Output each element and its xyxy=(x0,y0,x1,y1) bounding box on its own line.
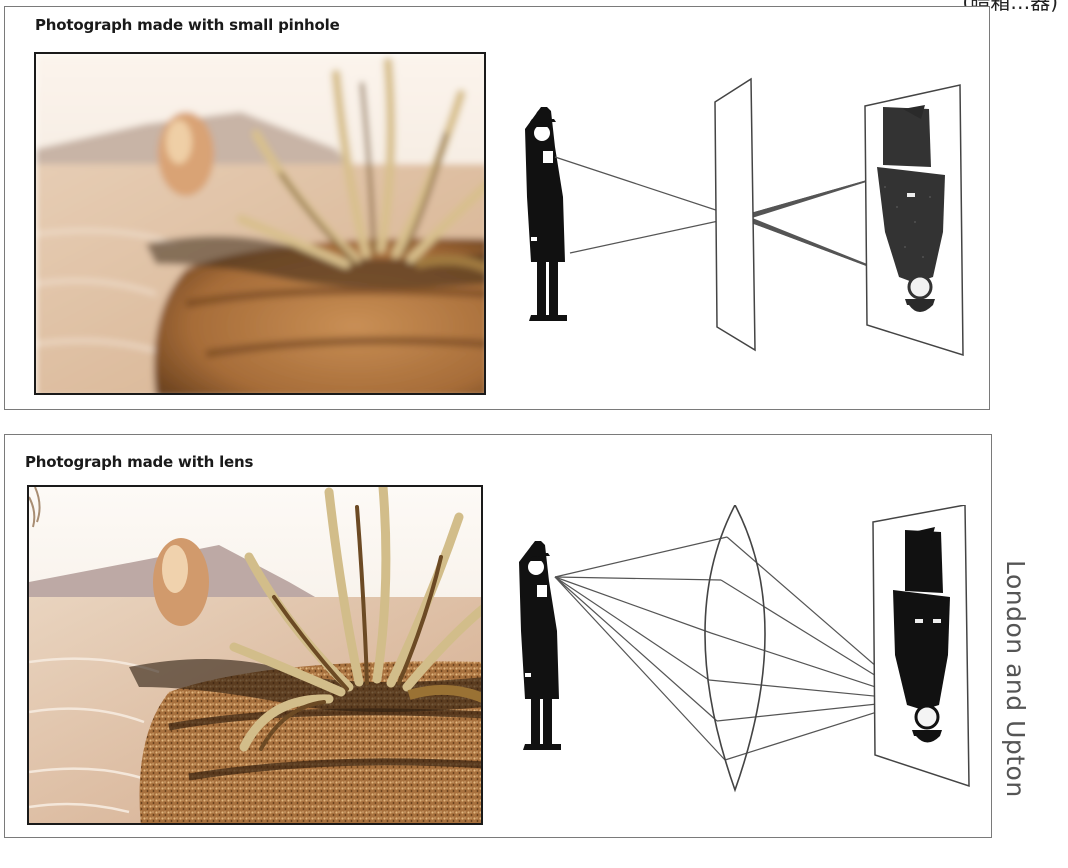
light-rays xyxy=(554,536,916,761)
lens-photo-scene xyxy=(29,487,481,823)
man-figure xyxy=(519,541,561,750)
inverted-sharp-image xyxy=(893,527,950,743)
pinhole-panel-title: Photograph made with small pinhole xyxy=(35,16,340,34)
lens-diagram xyxy=(519,505,970,793)
pinhole-screen xyxy=(714,77,756,352)
lens-panel-title: Photograph made with lens xyxy=(25,453,254,471)
inverted-fuzzy-image xyxy=(877,105,945,312)
lens-panel: Photograph made with lens xyxy=(4,434,992,838)
pinhole-photo-scene xyxy=(36,54,484,393)
pinhole-panel: Photograph made with small pinhole xyxy=(4,6,990,410)
lens-photograph xyxy=(27,485,483,825)
convex-lens xyxy=(704,505,766,793)
credit-label: London and Upton xyxy=(1001,560,1054,840)
pinhole-diagram xyxy=(525,77,964,357)
man-figure xyxy=(525,107,567,321)
pinhole-photograph xyxy=(34,52,486,395)
credit-text: London and Upton xyxy=(1001,560,1030,798)
